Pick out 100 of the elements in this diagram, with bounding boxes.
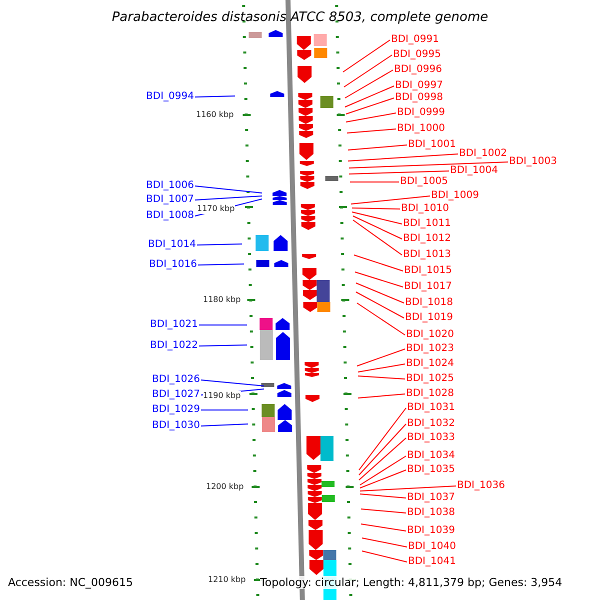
gene-label: BDI_1014 — [148, 239, 196, 251]
leader-line — [360, 508, 406, 514]
gene-label: BDI_1003 — [509, 156, 557, 168]
leader-line — [352, 216, 402, 240]
leader-line — [344, 54, 392, 88]
gene-label: BDI_0998 — [395, 92, 443, 104]
footer-note: Accession: NC_009615 — [8, 576, 134, 589]
gene-label: BDI_1020 — [406, 329, 454, 341]
gene-label: BDI_1013 — [403, 249, 451, 261]
gene-label: BDI_0994 — [146, 91, 194, 103]
gene-label: BDI_1037 — [407, 492, 455, 504]
scale-label: 1180 kbp — [203, 295, 241, 305]
leader-line — [362, 538, 408, 548]
leader-line — [360, 470, 406, 488]
gene-label: BDI_1018 — [405, 297, 453, 309]
gene-label: BDI_1015 — [404, 265, 452, 277]
leader-line — [358, 424, 406, 476]
scale-label: 1160 kbp — [196, 110, 234, 120]
leader-line — [358, 394, 406, 398]
gene-label: BDI_1041 — [408, 556, 456, 568]
leader-line — [346, 112, 396, 122]
leader-line — [198, 344, 248, 346]
leader-line — [356, 282, 404, 304]
leader-line — [360, 524, 406, 532]
leader-line — [346, 128, 396, 134]
leader-line — [194, 196, 262, 200]
leader-line — [358, 364, 406, 372]
scale-label: 1200 kbp — [206, 482, 244, 492]
gene-label: BDI_0999 — [397, 107, 445, 119]
leader-line — [350, 196, 430, 204]
footer-note: Topology: circular; Length: 4,811,379 bp; Genes: 3,954 — [260, 576, 562, 589]
gene-label: BDI_1033 — [407, 432, 455, 444]
gene-label: BDI_1017 — [404, 281, 452, 293]
gene-label: BDI_0996 — [394, 64, 442, 76]
gene-label: BDI_0995 — [393, 49, 441, 61]
leader-line — [198, 264, 244, 266]
gene-label: BDI_1022 — [150, 340, 198, 352]
scale-label: 1190 kbp — [203, 391, 241, 401]
gene-label: BDI_1010 — [401, 203, 449, 215]
leader-line — [194, 96, 236, 98]
gene-label: BDI_1035 — [407, 464, 455, 476]
gene-label: BDI_1039 — [407, 525, 455, 537]
leader-line — [200, 424, 248, 426]
gene-label: BDI_1019 — [405, 312, 453, 324]
gene-label: BDI_1034 — [407, 450, 455, 462]
gene-label: BDI_1029 — [152, 404, 200, 416]
gene-label: BDI_1038 — [407, 507, 455, 519]
gene-label: BDI_1007 — [146, 194, 194, 206]
gene-label: BDI_1036 — [457, 480, 505, 492]
leader-line — [354, 272, 404, 288]
leader-line — [352, 212, 402, 224]
leader-line — [348, 162, 508, 168]
leader-line — [352, 208, 400, 210]
gene-label: BDI_1008 — [146, 210, 194, 222]
leader-line — [352, 220, 402, 256]
gene-label: BDI_1025 — [406, 373, 454, 385]
leader-line — [360, 456, 406, 486]
leader-line — [344, 70, 394, 98]
gene-label: BDI_0997 — [395, 80, 443, 92]
leader-line — [362, 550, 408, 562]
leader-line — [344, 86, 394, 108]
leader-line — [356, 348, 406, 366]
scale-label: 1170 kbp — [197, 204, 235, 214]
gene-label: BDI_1002 — [459, 148, 507, 160]
scale-label: 1210 kbp — [208, 575, 246, 585]
gene-label: BDI_1011 — [403, 218, 451, 230]
leader-line — [358, 438, 406, 480]
gene-label: BDI_1012 — [403, 233, 451, 245]
gene-label: BDI_1030 — [152, 420, 200, 432]
gene-label: BDI_1000 — [397, 123, 445, 135]
gene-label: BDI_1027 — [152, 389, 200, 401]
gene-label: BDI_1032 — [407, 418, 455, 430]
gene-label: BDI_1031 — [407, 402, 455, 414]
gene-label: BDI_1009 — [431, 190, 479, 202]
gene-label: BDI_1004 — [450, 165, 498, 177]
gene-label: BDI_1026 — [152, 374, 200, 386]
leader-line — [196, 244, 242, 246]
leader-line — [348, 154, 458, 162]
leader-line — [356, 302, 406, 336]
leader-line — [198, 324, 248, 326]
leader-line — [354, 254, 404, 272]
leader-line — [348, 170, 450, 174]
leader-line — [194, 186, 262, 194]
gene-label: BDI_1028 — [406, 388, 454, 400]
leader-line — [200, 380, 264, 386]
gene-label: BDI_1016 — [149, 259, 197, 271]
leader-line — [342, 40, 390, 72]
gene-label: BDI_1006 — [146, 180, 194, 192]
gene-label: BDI_1023 — [406, 343, 454, 355]
leader-line — [346, 98, 394, 114]
gene-label: BDI_1005 — [400, 176, 448, 188]
gene-label: BDI_1040 — [408, 541, 456, 553]
gene-label: BDI_1001 — [408, 139, 456, 151]
genome-title: Parabacteroides distasonis ATCC 8503, complete genome — [110, 10, 490, 25]
gene-label: BDI_1024 — [406, 358, 454, 370]
leader-line — [358, 408, 406, 470]
leader-line — [358, 376, 406, 380]
leader-line — [360, 486, 456, 492]
gene-label: BDI_1021 — [150, 319, 198, 331]
gene-label: BDI_0991 — [391, 34, 439, 46]
